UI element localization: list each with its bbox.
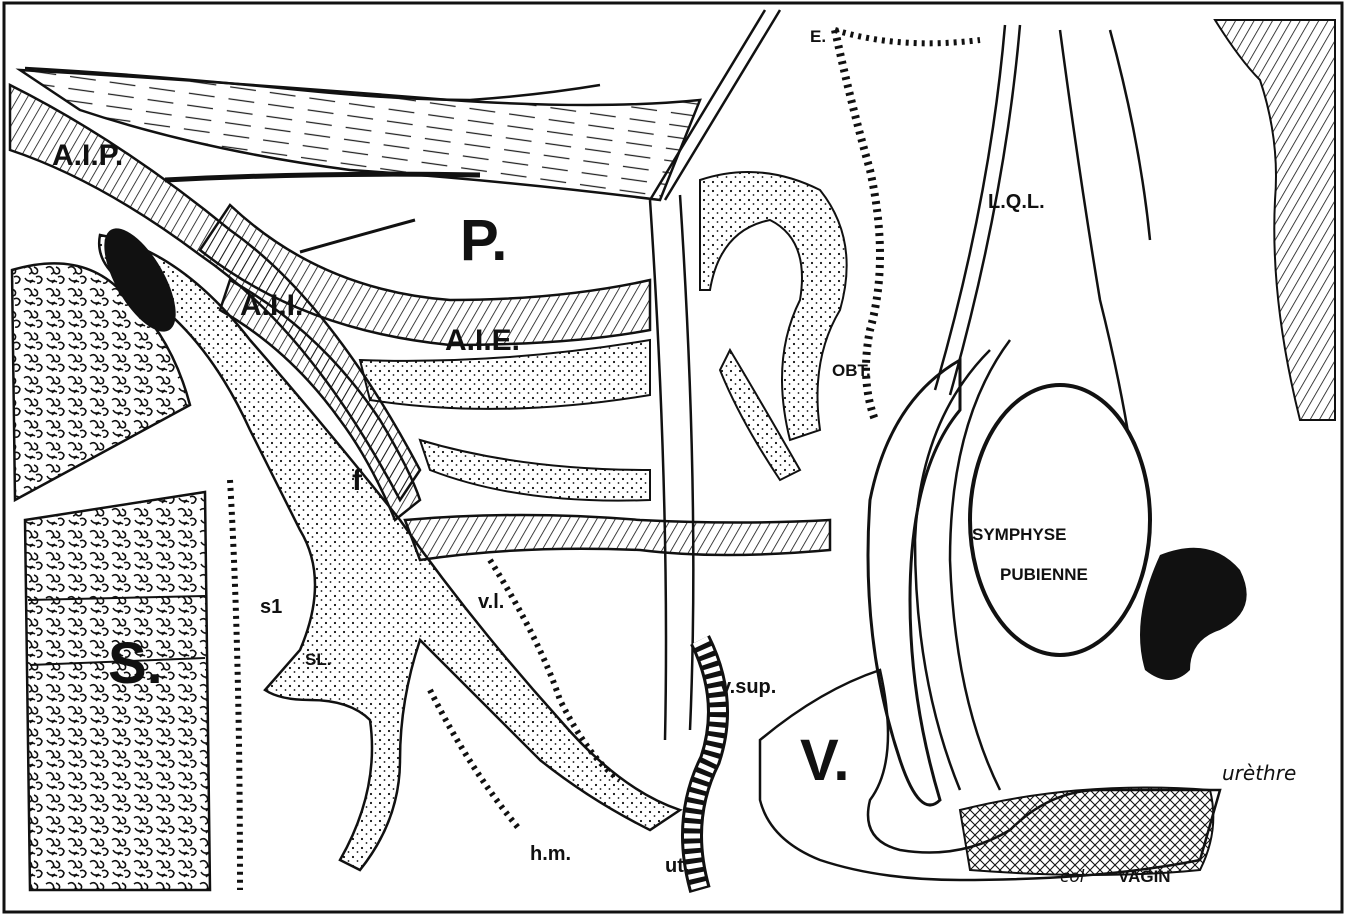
label-f: f xyxy=(352,464,363,497)
ureter xyxy=(692,640,718,890)
label-s: S. xyxy=(108,631,163,696)
skin-tissue xyxy=(1215,20,1335,420)
label-symphyse-line2: PUBIENNE xyxy=(1000,565,1088,584)
label-obt: OBT. xyxy=(832,361,871,380)
sacrum xyxy=(12,263,210,890)
label-symphyse-line1: SYMPHYSE xyxy=(972,525,1066,544)
label-p: P. xyxy=(460,208,507,273)
vagina xyxy=(960,788,1213,876)
label-v: V. xyxy=(800,728,849,793)
label-e: E. xyxy=(810,27,826,46)
label-urethre: urèthre xyxy=(1222,761,1296,785)
label-lql: L.Q.L. xyxy=(988,191,1045,213)
label-aii: A.I.I. xyxy=(240,289,303,322)
label-vsup: v.sup. xyxy=(720,676,776,698)
label-s1: s1 xyxy=(260,596,282,618)
label-vagin: VAGIN xyxy=(1118,867,1171,886)
label-sl: SL. xyxy=(305,650,331,669)
label-col: col xyxy=(1060,867,1085,887)
label-hm: h.m. xyxy=(530,843,571,865)
label-ut: ut. xyxy=(665,855,689,877)
label-aie: A.I.E. xyxy=(445,324,520,357)
label-aip: A.I.P. xyxy=(52,139,123,172)
label-vl: v.l. xyxy=(478,591,504,613)
